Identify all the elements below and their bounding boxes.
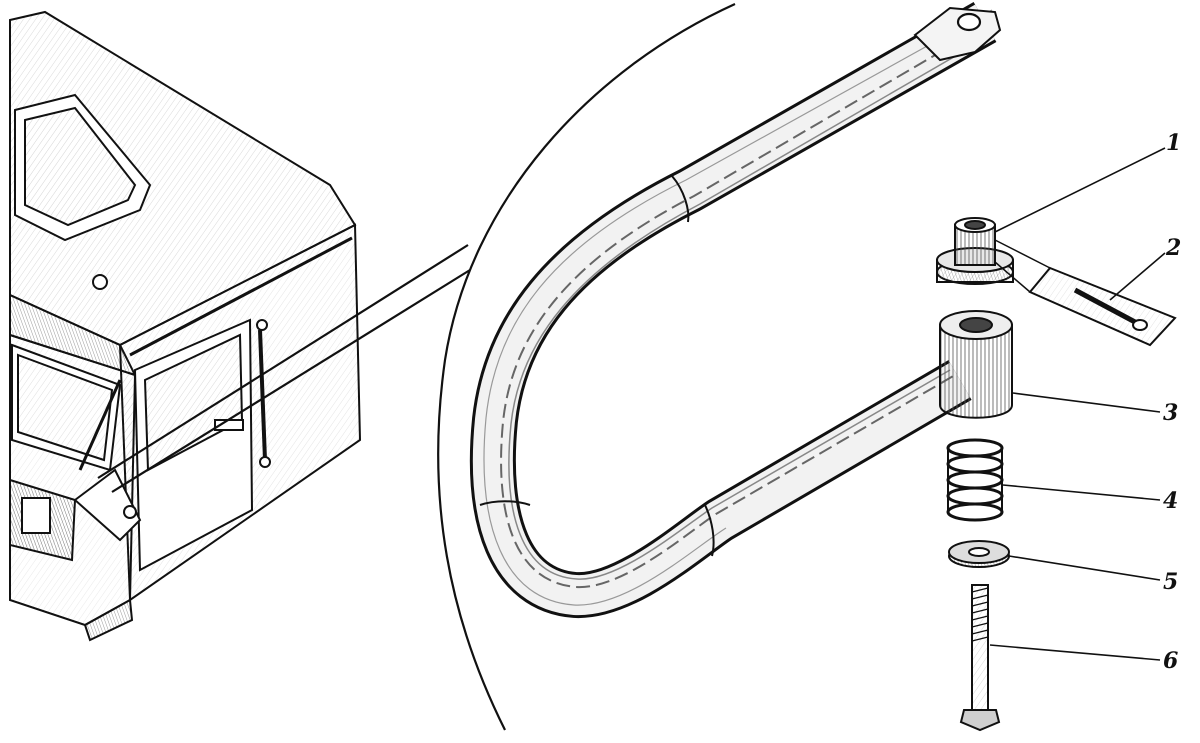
part-6-bolt [959,584,1001,732]
part-4-coil-spring [946,438,1004,522]
callout-5: 5 [1163,569,1178,595]
u-shaped-bar [469,2,1002,619]
callout-leaders [989,147,1166,661]
callout-1: 1 [1166,130,1181,156]
callout-6: 6 [1163,648,1178,674]
callout-3: 3 [1163,400,1178,426]
part-3-bushing [939,310,1013,419]
detail-leader-lines [97,244,471,493]
part-2-cotter-pin [994,239,1177,347]
part-5-washer [948,540,1010,568]
detail-circle-arc [437,2,736,731]
part-1-threaded-nut [936,217,1014,285]
truck-cab [9,10,362,642]
callout-2: 2 [1165,235,1181,261]
callout-4: 4 [1163,488,1178,514]
